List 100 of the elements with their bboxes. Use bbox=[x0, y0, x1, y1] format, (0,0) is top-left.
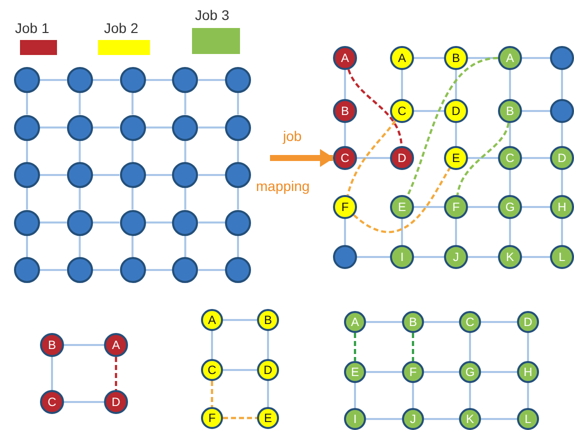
labeled-node-circle: D bbox=[257, 359, 279, 381]
node-circle bbox=[550, 99, 574, 123]
mesh-link bbox=[132, 188, 134, 210]
mesh-link bbox=[455, 123, 457, 146]
mesh-link bbox=[184, 188, 186, 210]
mesh-link bbox=[267, 381, 269, 407]
node-circle bbox=[172, 67, 198, 93]
labeled-node-circle: C bbox=[459, 311, 481, 333]
mesh-link bbox=[414, 57, 444, 59]
labeled-node-circle: E bbox=[444, 146, 468, 170]
mesh-link bbox=[92, 79, 120, 81]
mesh-link bbox=[522, 157, 550, 159]
mesh-link bbox=[26, 140, 28, 162]
node-circle bbox=[66, 114, 93, 140]
labeled-node-circle: H bbox=[550, 195, 574, 219]
node-circle bbox=[66, 210, 93, 236]
mesh-link bbox=[40, 269, 67, 271]
labeled-node-circle: A bbox=[333, 46, 357, 70]
node-circle bbox=[172, 114, 198, 140]
dashed-link bbox=[354, 333, 356, 361]
mesh-link bbox=[223, 369, 257, 371]
mesh-link bbox=[354, 383, 356, 408]
mesh-link bbox=[92, 126, 120, 128]
mesh-link bbox=[146, 174, 172, 176]
mesh-link bbox=[198, 79, 225, 81]
labeled-node-circle: K bbox=[459, 408, 481, 430]
node-circle bbox=[120, 210, 146, 236]
mesh-link bbox=[344, 123, 346, 146]
arrow-label: mapping bbox=[256, 178, 310, 194]
mesh-link bbox=[92, 174, 120, 176]
mesh-link bbox=[64, 401, 104, 403]
legend-label: Job 1 bbox=[15, 20, 50, 36]
mesh-link bbox=[509, 123, 511, 146]
labeled-node-circle: E bbox=[344, 361, 366, 383]
node-circle bbox=[14, 67, 40, 93]
dashed-link bbox=[223, 416, 257, 420]
dashed-link bbox=[456, 122, 510, 196]
node-circle bbox=[120, 114, 146, 140]
node-circle bbox=[225, 162, 251, 188]
mesh-link bbox=[198, 126, 225, 128]
node-circle bbox=[225, 67, 251, 93]
legend-label: Job 2 bbox=[104, 20, 138, 36]
mesh-link bbox=[522, 206, 550, 208]
mesh-link bbox=[414, 206, 444, 208]
mesh-link bbox=[211, 331, 213, 359]
labeled-node-circle: K bbox=[498, 245, 522, 269]
dashed-link bbox=[114, 357, 118, 390]
dashed-link bbox=[210, 381, 214, 407]
mesh-link bbox=[184, 93, 186, 114]
labeled-node-circle: C bbox=[40, 390, 64, 414]
mesh-link bbox=[527, 383, 529, 408]
node-circle bbox=[120, 67, 146, 93]
labeled-node-circle: B bbox=[498, 99, 522, 123]
mesh-link bbox=[469, 383, 471, 408]
mesh-link bbox=[509, 70, 511, 99]
mesh-link bbox=[26, 93, 28, 114]
mesh-link bbox=[237, 236, 239, 257]
labeled-node-circle: B bbox=[257, 309, 279, 331]
mesh-link bbox=[146, 222, 172, 224]
labeled-node-circle: I bbox=[344, 408, 366, 430]
labeled-node-circle: J bbox=[402, 408, 424, 430]
mesh-link bbox=[237, 140, 239, 162]
labeled-node-circle: B bbox=[402, 311, 424, 333]
mesh-link bbox=[198, 222, 225, 224]
mesh-link bbox=[78, 140, 81, 162]
labeled-node-circle: C bbox=[390, 99, 414, 123]
mesh-link bbox=[146, 269, 172, 271]
labeled-node-circle: F bbox=[444, 195, 468, 219]
mesh-link bbox=[26, 188, 28, 210]
node-circle bbox=[225, 257, 251, 283]
mesh-link bbox=[184, 236, 186, 257]
mesh-link bbox=[344, 219, 346, 245]
node-circle bbox=[172, 257, 198, 283]
mesh-link bbox=[509, 170, 511, 195]
arrow bbox=[270, 149, 334, 167]
mesh-link bbox=[481, 371, 517, 373]
node-circle bbox=[14, 257, 40, 283]
mesh-link bbox=[344, 70, 346, 99]
node-circle bbox=[14, 210, 40, 236]
mesh-link bbox=[481, 418, 517, 420]
mesh-link bbox=[146, 79, 172, 81]
dashed-link bbox=[353, 168, 451, 234]
mesh-link bbox=[455, 219, 457, 245]
dashed-link bbox=[346, 120, 396, 196]
mesh-link bbox=[468, 256, 498, 258]
mesh-link bbox=[481, 321, 517, 323]
labeled-node-circle: I bbox=[390, 245, 414, 269]
mesh-link bbox=[78, 236, 81, 257]
mesh-link bbox=[357, 256, 390, 258]
labeled-node-circle: J bbox=[444, 245, 468, 269]
legend-label: Job 3 bbox=[195, 7, 230, 23]
mesh-link bbox=[92, 269, 120, 271]
mesh-link bbox=[424, 321, 459, 323]
mesh-link bbox=[184, 140, 186, 162]
labeled-node-circle: A bbox=[498, 46, 522, 70]
node-circle bbox=[66, 257, 93, 283]
node-circle bbox=[14, 114, 40, 140]
mesh-link bbox=[468, 157, 498, 159]
mesh-link bbox=[414, 256, 444, 258]
mesh-link bbox=[455, 70, 457, 99]
